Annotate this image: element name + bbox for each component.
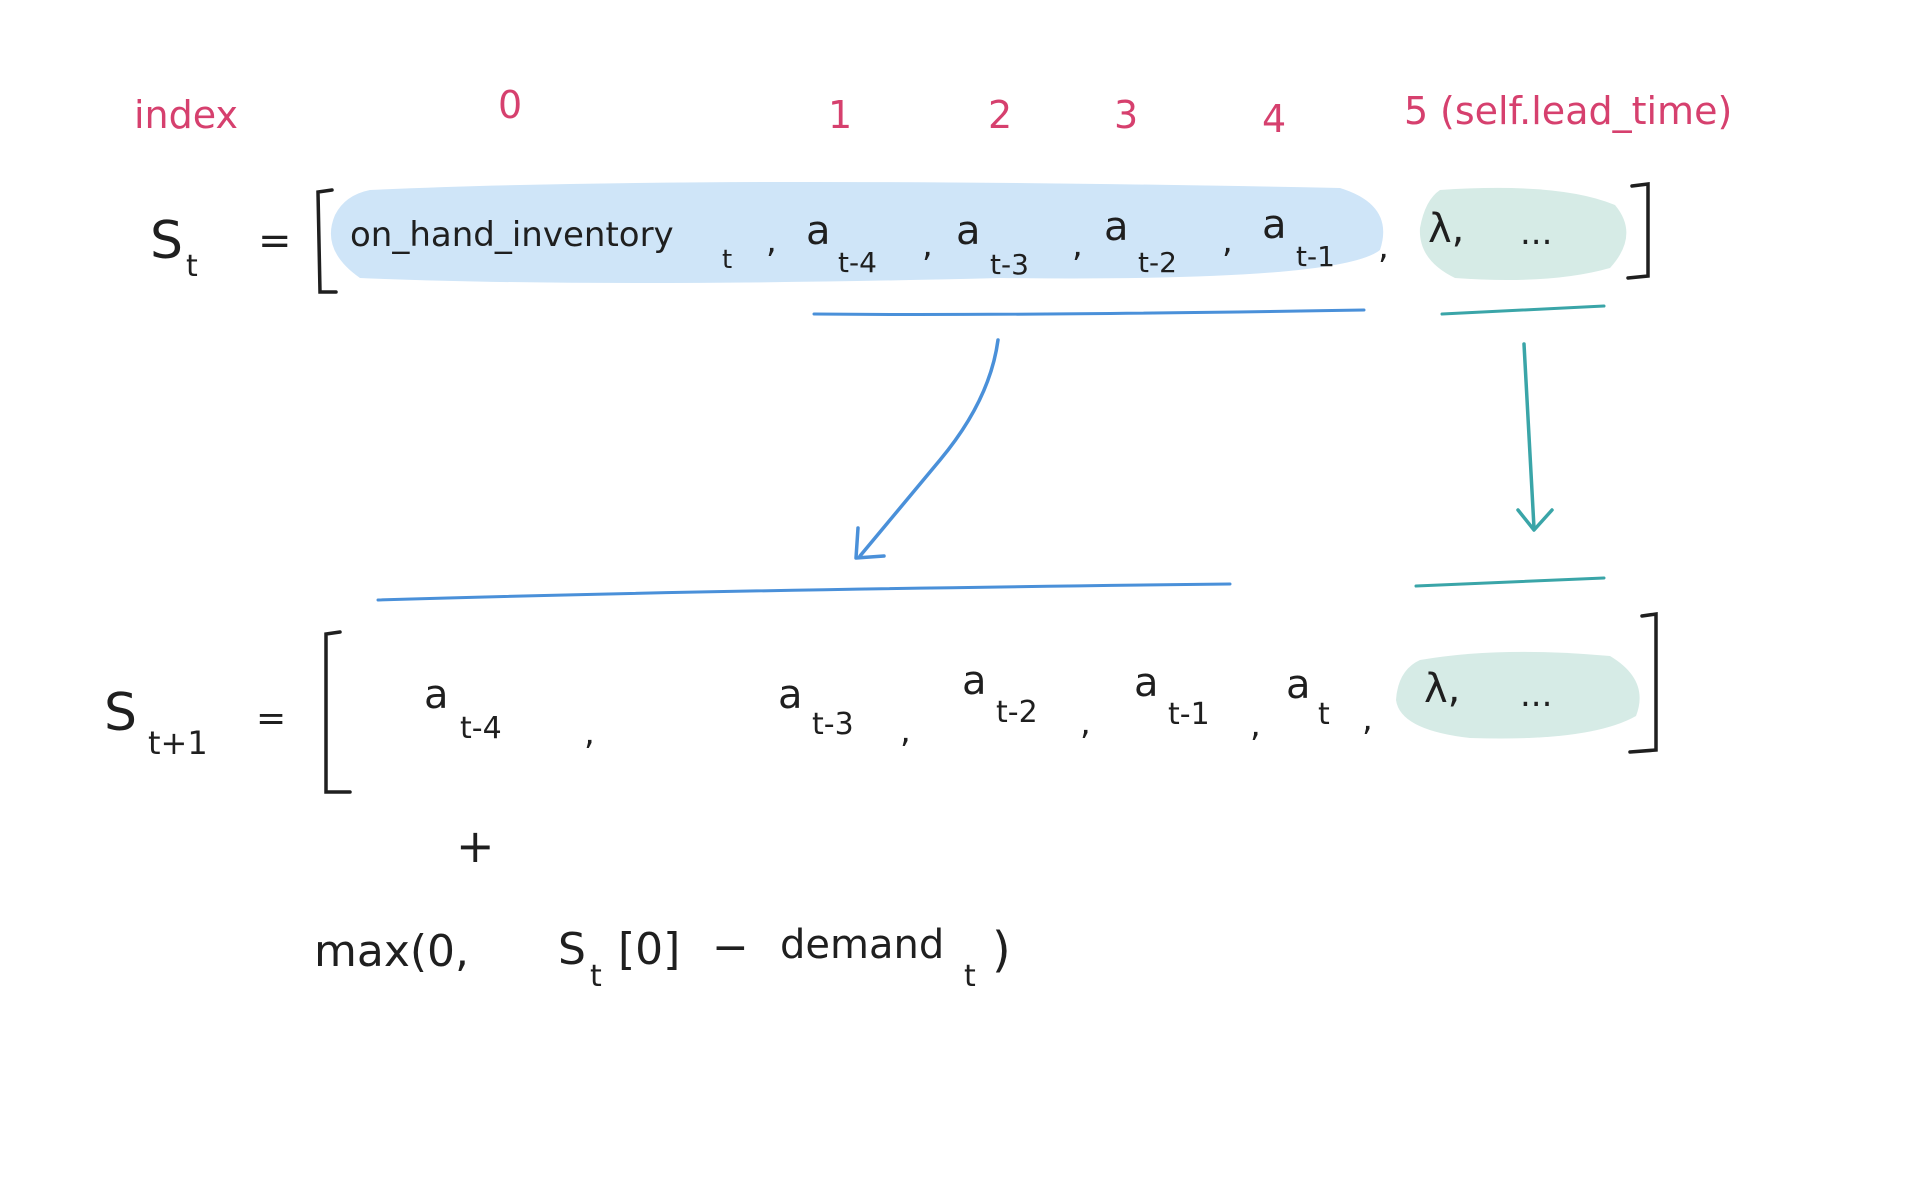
lambda-t: λ, (1428, 206, 1464, 252)
s-t1-bracket-close (1628, 611, 1658, 754)
blue-arrow-head (854, 526, 886, 560)
index-0: 0 (498, 83, 522, 127)
blue-arrow (858, 338, 1000, 558)
index-5-note: (self.lead_time) (1440, 89, 1732, 133)
a-t-4-next: a (424, 672, 449, 718)
a-t-1: a (1262, 202, 1287, 248)
a-t-2-next: a (962, 658, 987, 704)
teal-highlight-bottom (1396, 651, 1640, 739)
comma: , (1080, 703, 1091, 743)
s-t1-symbol: S (104, 683, 137, 743)
comma: , (1378, 227, 1389, 267)
blue-underline-top (812, 308, 1366, 316)
s-t-subscript: t (186, 249, 198, 284)
comma: , (1250, 705, 1261, 745)
index-2: 2 (988, 93, 1012, 137)
index-label: index (134, 93, 238, 137)
s-t-bracket-close (1626, 182, 1650, 280)
index-5: 5 (1404, 89, 1428, 133)
comma: , (922, 225, 933, 265)
comma: , (1072, 225, 1083, 265)
a-t-1-subscript: t-1 (1296, 240, 1335, 273)
s-t-equals: = (258, 218, 292, 264)
shift-arrows (854, 338, 1554, 560)
comma: , (766, 221, 777, 261)
s-t1-equals: = (256, 698, 286, 739)
comma: , (584, 713, 595, 753)
a-t-3-subscript: t-3 (990, 248, 1029, 281)
a-t-1-next-subscript: t-1 (1168, 697, 1210, 732)
inventory-term: on_hand_inventory (350, 215, 674, 255)
index-3: 3 (1114, 93, 1138, 137)
index-4: 4 (1262, 97, 1286, 141)
comma: , (1222, 221, 1233, 261)
s-t1-bracket-open (324, 630, 352, 794)
teal-underline-bottom (1414, 576, 1606, 588)
teal-highlight (1419, 187, 1627, 281)
ellipsis-t1: ... (1520, 675, 1552, 715)
a-t-2: a (1104, 204, 1129, 250)
a-t-4: a (806, 208, 831, 254)
index-row: index 0 1 2 3 4 5 (self.lead_time) (134, 83, 1732, 141)
teal-arrow-head (1516, 508, 1554, 532)
a-t-2-next-subscript: t-2 (996, 695, 1038, 730)
teal-arrow (1522, 342, 1536, 530)
a-t-2-subscript: t-2 (1138, 246, 1177, 279)
comma: , (1362, 699, 1373, 739)
teal-underline-top (1440, 304, 1606, 316)
ellipsis-t: ... (1520, 213, 1552, 253)
update-s-subscript: t (590, 959, 602, 994)
a-t-3-next: a (778, 672, 803, 718)
blue-highlight (330, 181, 1384, 283)
update-s-symbol: S (558, 924, 586, 975)
plus-sign: + (456, 819, 495, 873)
a-t-next-subscript: t (1318, 697, 1330, 732)
a-t-4-next-subscript: t-4 (460, 711, 502, 746)
update-term: + max(0, S t [0] − demand t ) (314, 819, 1011, 994)
a-t-next: a (1286, 662, 1311, 708)
a-t-3-next-subscript: t-3 (812, 707, 854, 742)
lambda-t1: λ, (1424, 666, 1460, 712)
state-t1-row: S t+1 = a t-4 , a t-3 , a t-2 , a t-1 , … (104, 576, 1658, 794)
comma: , (900, 711, 911, 751)
a-t-1-next: a (1134, 660, 1159, 706)
inventory-subscript: t (722, 245, 732, 275)
s-t-bracket-open (316, 188, 338, 294)
demand-term: demand (780, 922, 944, 968)
a-t-4-subscript: t-4 (838, 246, 877, 279)
state-t-row: S t = on_hand_inventory t , a t-4 , a t-… (150, 181, 1650, 316)
blue-underline-bottom (376, 582, 1232, 602)
index-1: 1 (828, 93, 852, 137)
a-t-3: a (956, 208, 981, 254)
max-close: ) (992, 922, 1011, 978)
s-t1-subscript: t+1 (148, 724, 208, 762)
max-open: max(0, (314, 926, 469, 977)
minus-sign: − (712, 922, 749, 973)
s-t-symbol: S (150, 211, 183, 271)
update-s-index: [0] (618, 924, 680, 975)
demand-subscript: t (964, 959, 976, 994)
